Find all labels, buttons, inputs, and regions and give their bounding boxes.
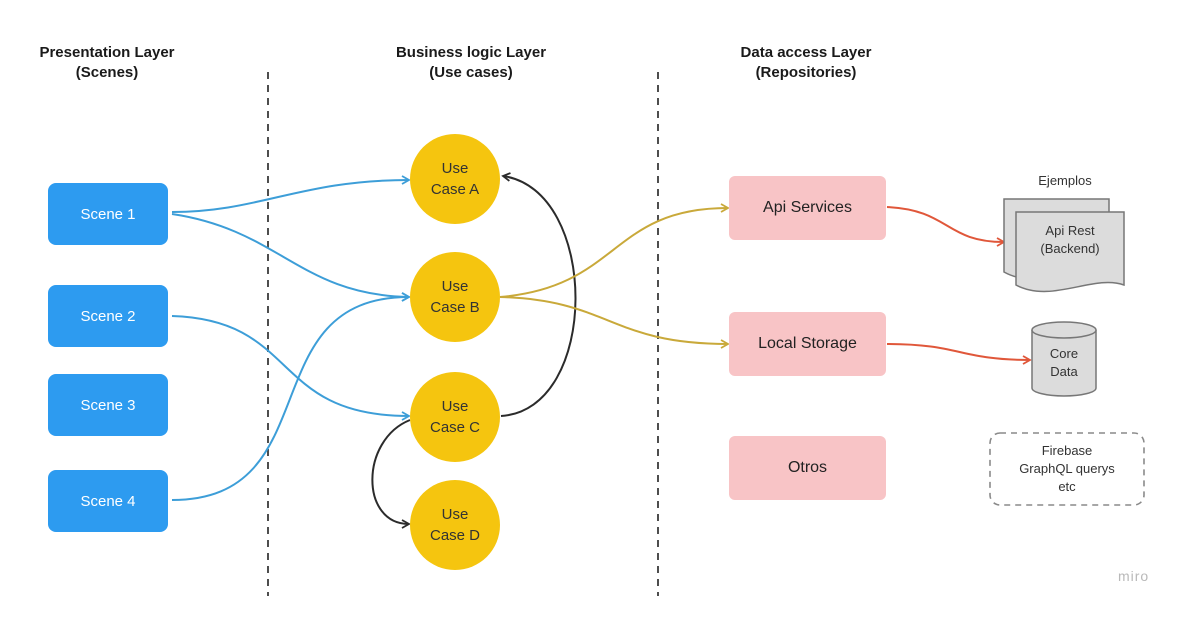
scene-label: Scene 1 (80, 205, 136, 223)
edge-scene4-usecaseB (171, 292, 411, 501)
header-subtitle: (Repositories) (755, 64, 857, 81)
use-case-label-line2: Case B (430, 299, 480, 316)
repository-label: Otros (787, 459, 828, 476)
scene-label: Scene 4 (80, 492, 136, 510)
edge-usecaseC-usecaseA (500, 172, 577, 417)
use-case-label-line1: Use (441, 398, 469, 415)
edge-usecaseB-localstorage (499, 296, 730, 349)
data-layer-header: Data access Layer (Repositories) (676, 43, 936, 83)
api-rest-line1: Api Rest (1045, 223, 1095, 238)
use-case-label-line2: Case C (429, 419, 481, 436)
scene-3-node[interactable]: Scene 3 (48, 374, 168, 436)
header-subtitle: (Use cases) (429, 64, 513, 81)
core-data-line2: Data (1050, 364, 1078, 379)
scene-1-node[interactable]: Scene 1 (48, 183, 168, 245)
others-dashed-box (989, 432, 1145, 506)
presentation-layer-header: Presentation Layer (Scenes) (0, 43, 237, 83)
scene-2-node[interactable]: Scene 2 (48, 285, 168, 347)
use-case-label-line1: Use (441, 506, 469, 523)
edge-scene1-usecaseA (171, 175, 411, 213)
multi-document-icon (1003, 198, 1125, 293)
others-examples-label: Firebase GraphQL querys etc (990, 442, 1144, 496)
edge-scene1-usecaseB (171, 213, 411, 302)
header-subtitle: (Scenes) (75, 64, 139, 81)
others-line2: GraphQL querys (1019, 461, 1115, 476)
database-cylinder-icon (1031, 321, 1097, 397)
edge-usecaseB-apiservices (499, 203, 730, 298)
miro-watermark: miro (1118, 568, 1150, 584)
repository-label: Local Storage (758, 335, 857, 352)
header-title: Business logic Layer (395, 44, 547, 61)
api-services-node[interactable]: Api Services (729, 176, 886, 240)
scene-label: Scene 3 (80, 396, 136, 414)
otros-node[interactable]: Otros (729, 436, 886, 500)
edge-apiservices-apirest (886, 206, 1006, 247)
edge-usecaseC-usecaseD (371, 419, 411, 529)
api-rest-line2: (Backend) (1040, 241, 1100, 256)
core-data-label: Core Data (1032, 345, 1096, 381)
edge-scene2-usecaseC (171, 315, 411, 421)
scene-4-node[interactable]: Scene 4 (48, 470, 168, 532)
scene-label: Scene 2 (80, 307, 136, 325)
header-title: Presentation Layer (39, 44, 175, 61)
others-line1: Firebase (1041, 443, 1093, 458)
use-case-label-line1: Use (441, 160, 469, 177)
others-line3: etc (1058, 479, 1076, 494)
use-case-label-line2: Case A (430, 181, 480, 198)
local-storage-node[interactable]: Local Storage (729, 312, 886, 376)
edge-localstorage-coredata (886, 343, 1032, 365)
use-case-label-line1: Use (441, 278, 469, 295)
header-title: Data access Layer (740, 44, 872, 61)
examples-label: Ejemplos (1038, 173, 1092, 188)
api-rest-label: Api Rest (Backend) (1016, 222, 1124, 258)
business-layer-header: Business logic Layer (Use cases) (341, 43, 601, 83)
repository-label: Api Services (763, 199, 852, 216)
use-case-label-line2: Case D (429, 527, 481, 544)
core-data-line1: Core (1049, 346, 1079, 361)
